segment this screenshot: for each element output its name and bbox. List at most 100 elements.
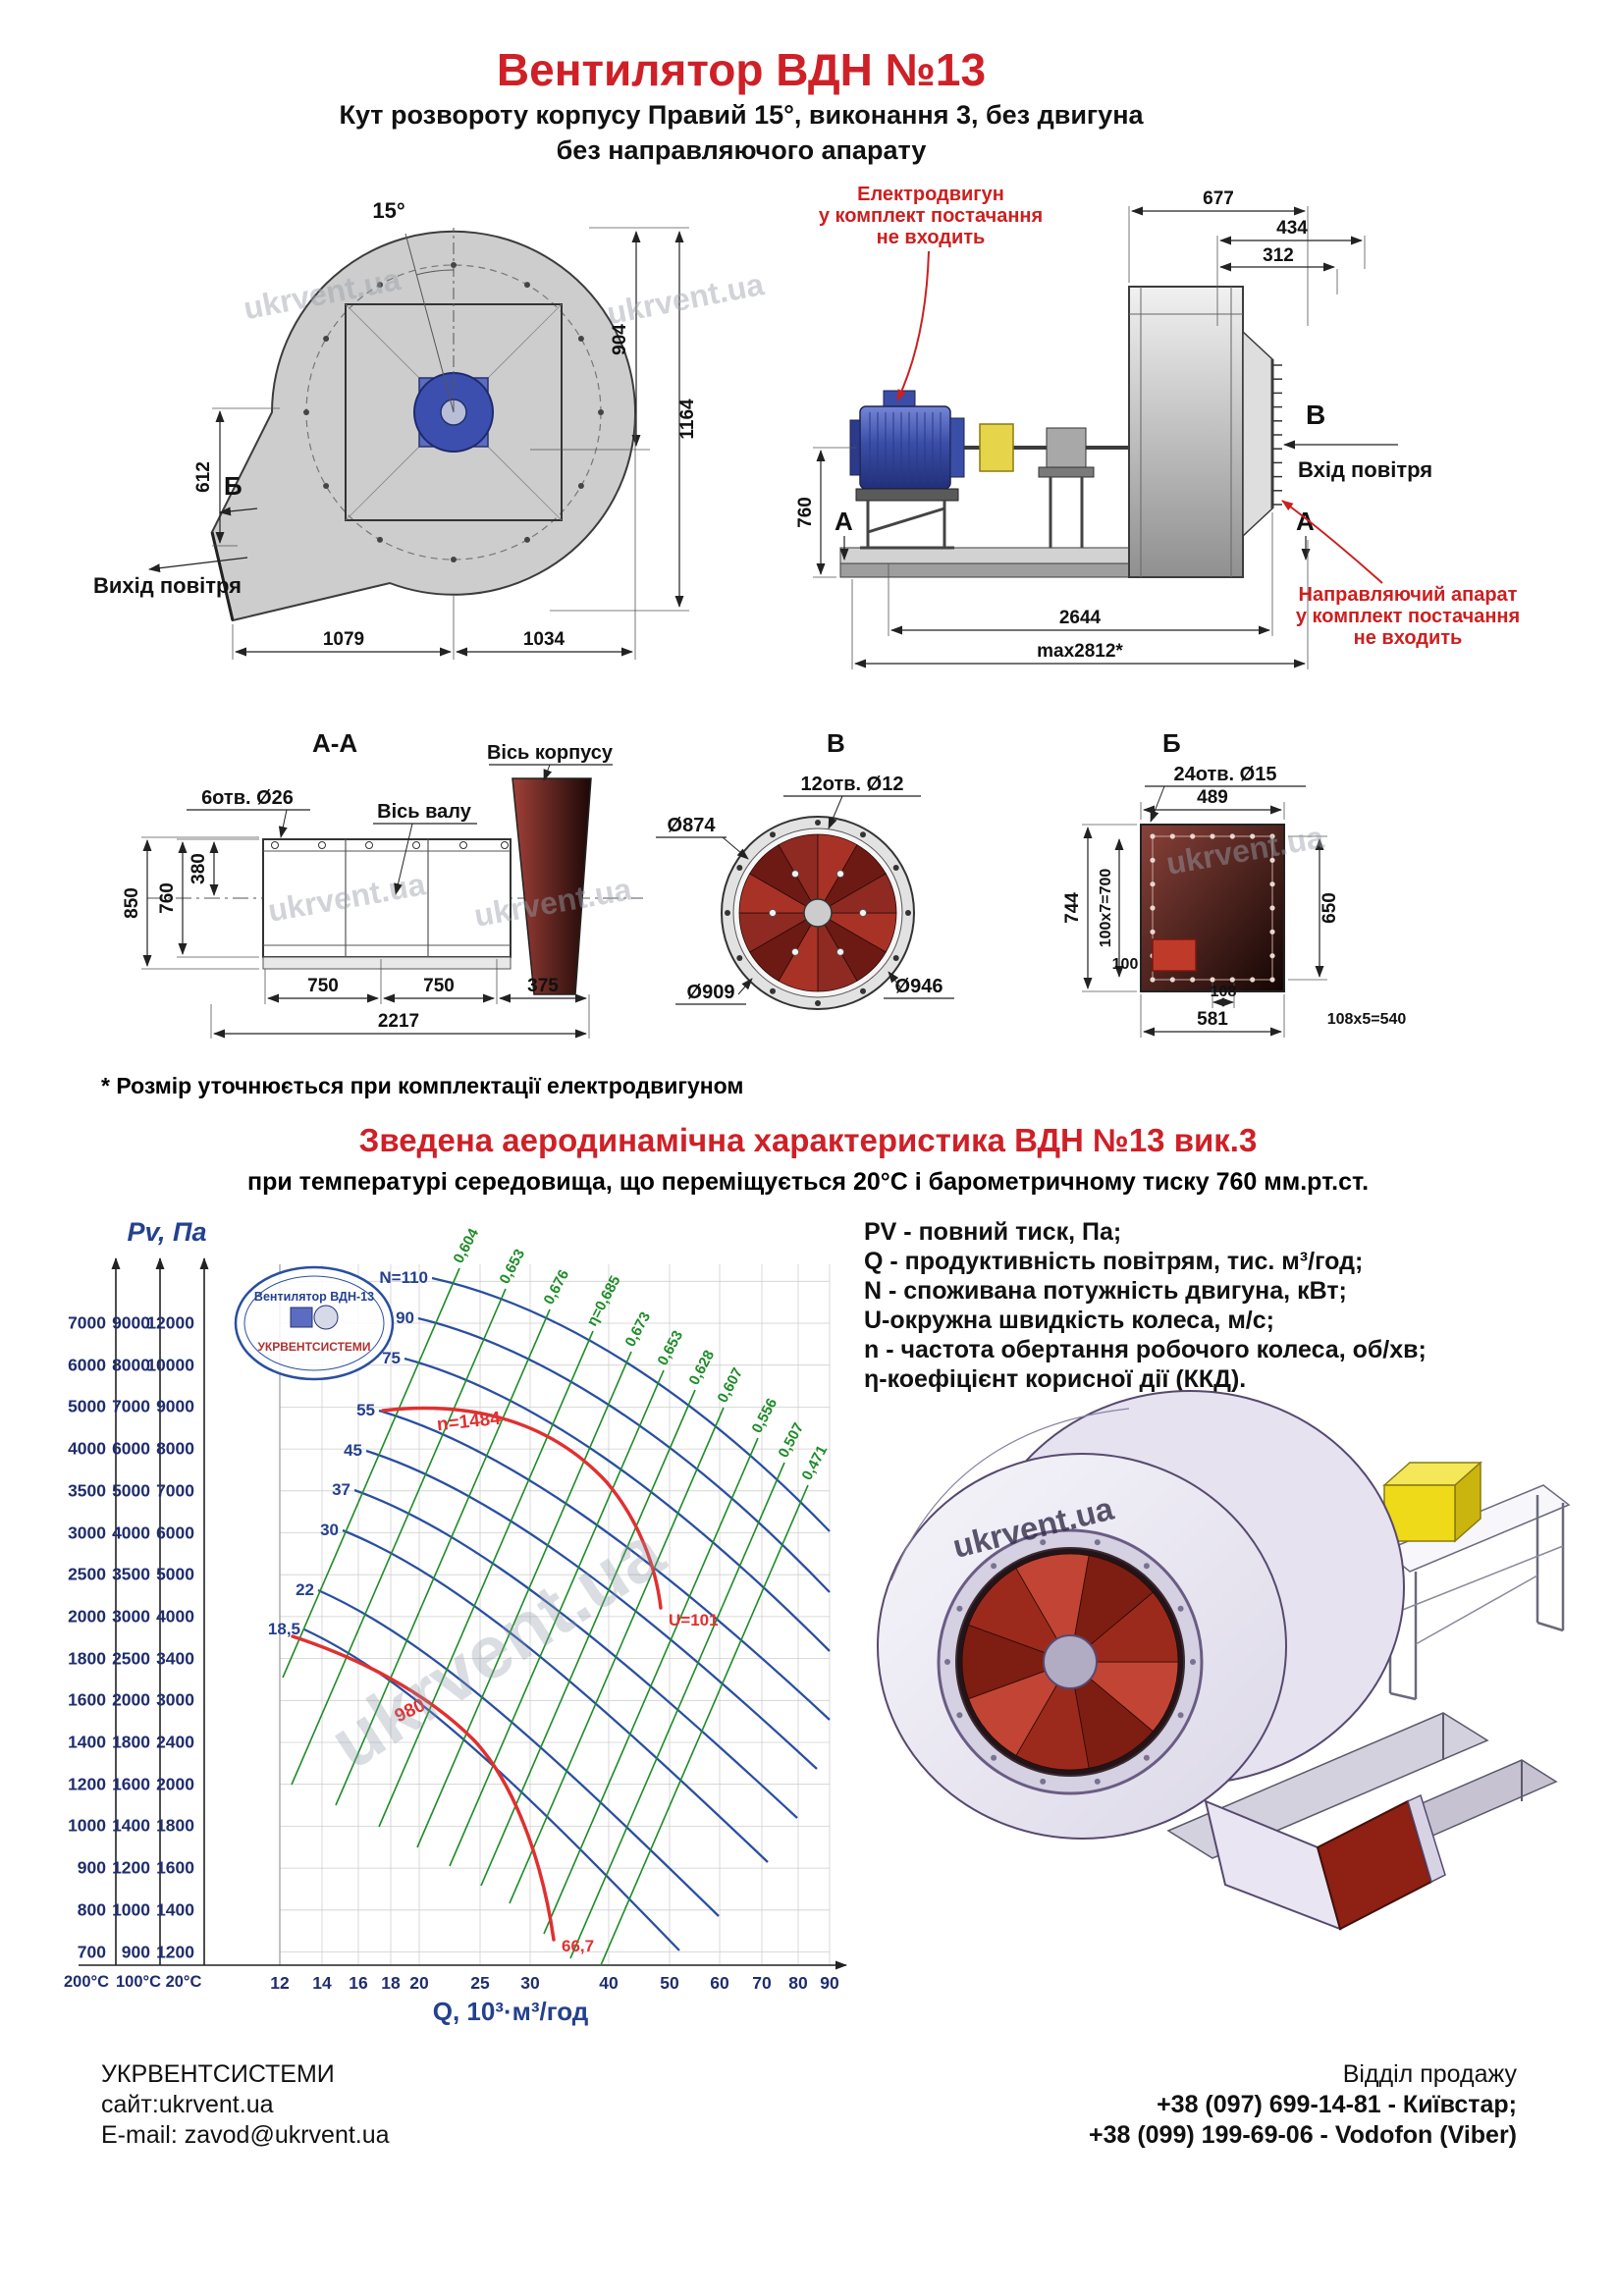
motor-note-line2: у комплект постачання (819, 205, 1043, 227)
fan-3d-group: ukrvent.ua (877, 1390, 1571, 1931)
motor-note-line3: не входить (877, 227, 986, 248)
power-label: N=110 (379, 1268, 428, 1287)
power-label: 55 (356, 1401, 375, 1419)
dim-380: 380 (189, 853, 209, 884)
legend-line: Q - продуктивність повітрям, тис. м³/год… (864, 1248, 1364, 1275)
impeller-mid-bolts (769, 870, 867, 956)
u-label-667: 66,7 (562, 1937, 594, 1955)
section-v-view (721, 816, 915, 1010)
air-in-label: Вхід повітря (1298, 457, 1432, 482)
legend-line: η-коефіцієнт корисної дії (ККД). (864, 1365, 1247, 1393)
logo-line1: Вентилятор ВДН-13 (254, 1290, 374, 1304)
fan-3d-render: ukrvent.ua (877, 1390, 1571, 1931)
dim-581: 581 (1197, 1009, 1228, 1030)
power-label: 45 (344, 1441, 362, 1460)
footer-phone1: +38 (097) 699-14-81 - Київстар; (1157, 2091, 1517, 2118)
dim-1164: 1164 (677, 399, 698, 440)
volute-front-view: 15° (210, 198, 636, 622)
rpm-curves (291, 1406, 663, 1942)
footer-phone2: +38 (099) 199-69-06 - Vodofon (Viber) (1088, 2121, 1517, 2149)
legend-line: n - частота обертання робочого колеса, о… (864, 1336, 1427, 1363)
dim-744: 744 (1062, 892, 1083, 924)
footer-company: УКРВЕНТСИСТЕМИ (101, 2060, 335, 2088)
power-curves (303, 1276, 831, 1951)
power-label: 22 (296, 1580, 314, 1599)
dim-1034: 1034 (523, 629, 566, 650)
side-view-dimensions: 677 434 312 760 А А В Вхід повітря 2644 (795, 188, 1432, 669)
dim-489: 489 (1197, 787, 1228, 808)
rpm-label-1484: n=1484 (436, 1409, 502, 1436)
power-label: 90 (396, 1308, 414, 1327)
guide-note-line3: не входить (1354, 627, 1463, 649)
eff-label: 0,653 (655, 1328, 687, 1368)
view-label-b: Б (224, 471, 242, 501)
x-axis-title: Q, 10³·м³/год (433, 1997, 589, 2026)
dim-100: 100 (1112, 956, 1139, 973)
eff-label: 0,604 (451, 1225, 483, 1266)
motor-note-line1: Електродвигун (857, 184, 1004, 205)
label-view-b: Б (1162, 728, 1181, 758)
v-holes-label: 12отв. Ø12 (801, 774, 904, 795)
power-label: 30 (320, 1521, 339, 1539)
dim-d874: Ø874 (668, 815, 717, 836)
dim-2217: 2217 (378, 1011, 419, 1032)
section-mark-a-left: А (835, 507, 853, 536)
footer-site: сайт:ukrvent.ua (101, 2091, 274, 2118)
legend-line: PV - повний тиск, Па; (864, 1218, 1122, 1246)
view-mark-v: В (1306, 400, 1325, 430)
inlet-ring-bolts (944, 1539, 1196, 1785)
footnote: * Розмір уточнюється при комплектації ел… (101, 1073, 744, 1098)
label-section-aa: А-А (312, 728, 357, 758)
red-annotations: Електродвигун у комплект постачання не в… (819, 184, 1520, 649)
section-aa-dimensions: Вісь корпусу 6отв. Ø26 Вісь валу 850 760… (122, 742, 614, 1039)
watermark: ukrvent.ua (604, 266, 767, 331)
section-mark-a-right: А (1296, 507, 1315, 536)
dim-1079: 1079 (323, 629, 364, 650)
power-curve-labels: N=110 90 75 55 45 37 30 22 18,5 (268, 1268, 428, 1638)
dim-434: 434 (1276, 218, 1308, 239)
chart-grid (279, 1264, 831, 1965)
dim-612: 612 (193, 461, 214, 493)
logo-line2: УКРВЕНТСИСТЕМИ (257, 1340, 370, 1354)
dim-375: 375 (527, 976, 559, 996)
eff-label: 0,673 (622, 1309, 655, 1350)
eff-label: 0,653 (497, 1247, 529, 1287)
dim-108x5: 108х5=540 (1327, 1011, 1407, 1028)
page-subtitle-line1: Кут розвороту корпусу Правий 15°, викона… (339, 100, 1144, 130)
duct-holes-label: 6отв. Ø26 (201, 787, 294, 809)
power-label: 18,5 (268, 1620, 300, 1638)
technical-drawings: 15° 904 1164 612 Б Вихід повітря 1079 (93, 184, 1520, 1039)
dim-max2812: max2812* (1037, 641, 1123, 662)
power-label: 75 (382, 1349, 401, 1367)
aero-chart: Pv, Па Q, 10³·м³/год Вентилятор ВДН-13 У… (79, 1217, 847, 2026)
y-axis-title: Pv, Па (128, 1217, 207, 1247)
footer-sales-title: Відділ продажу (1342, 2060, 1517, 2088)
aero-heading: Зведена аеродинамічна характеристика ВДН… (358, 1122, 1258, 1158)
dim-677: 677 (1203, 188, 1234, 209)
eff-label: 0,607 (715, 1365, 747, 1406)
section-b-dimensions: 24отв. Ø15 489 744 100х7=700 100 650 108 (1062, 764, 1406, 1038)
axis-body-label: Вісь корпусу (487, 742, 614, 764)
b-holes-label: 24отв. Ø15 (1174, 764, 1277, 785)
guide-note-line1: Направляючий апарат (1299, 584, 1518, 606)
footer-email: E-mail: zavod@ukrvent.ua (101, 2121, 390, 2149)
page-title: Вентилятор ВДН №13 (496, 44, 987, 95)
dim-760-side: 760 (795, 497, 816, 528)
chart-legend: PV - повний тиск, Па;Q - продуктивність … (864, 1217, 1427, 1394)
inlet-flange-bolt-holes (1150, 833, 1275, 983)
volute-bolt-holes (303, 262, 604, 562)
label-view-v: В (827, 728, 845, 758)
legend-line: N - споживана потужність двигуна, кВт; (864, 1277, 1347, 1305)
duct-bolt-holes (271, 841, 509, 849)
aero-subheading: при температурі середовища, що переміщує… (246, 1168, 1370, 1196)
section-v-labels: 12отв. Ø12 Ø874 Ø909 Ø946 (656, 774, 954, 1005)
footer-left: УКРВЕНТСИСТЕМИ сайт:ukrvent.ua E-mail: z… (101, 2059, 390, 2151)
dim-650: 650 (1320, 892, 1340, 924)
volute-dimensions: 904 1164 612 Б Вихід повітря 1079 1034 (93, 227, 698, 660)
impeller-flange-bolts (725, 820, 911, 1006)
u-label-101: U=101 (669, 1611, 719, 1629)
dim-850: 850 (122, 887, 142, 919)
dim-750b: 750 (423, 976, 455, 996)
dim-750a: 750 (307, 976, 339, 996)
